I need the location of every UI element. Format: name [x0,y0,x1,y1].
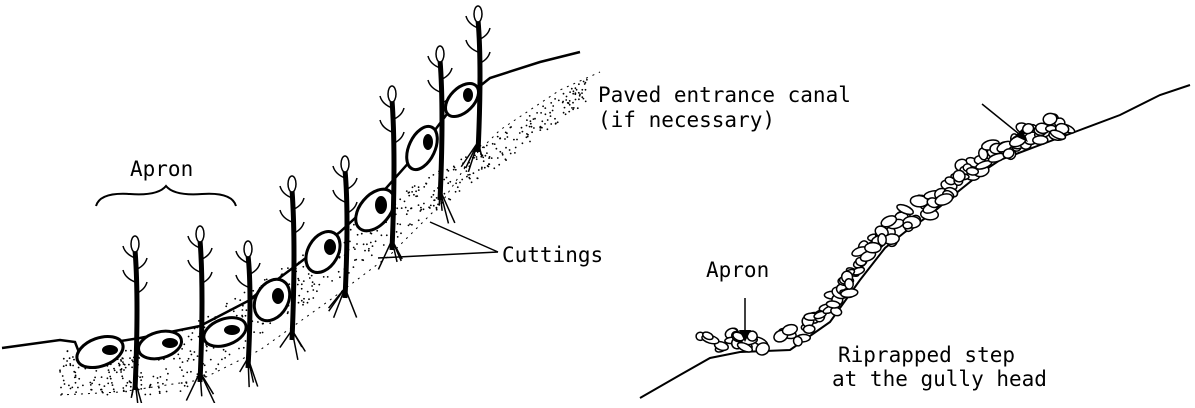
cutting-plant [280,176,305,360]
paved-canal-label-line2: (if necessary) [598,108,775,132]
cuttings-label: Cuttings [502,243,603,267]
left-drawing-cuttings-step [2,6,600,403]
paved-canal-label-line1: Paved entrance canal [598,83,851,107]
cutting-plant [123,236,147,403]
left-apron-brace [96,186,236,206]
riprap-label-line2: at the gully head [832,367,1047,391]
paved-canal-arrow [982,104,1024,138]
apron-label-right: Apron [706,258,769,282]
cutting-plant [378,86,404,269]
cuttings-leader-1 [430,222,498,252]
right-riprap-stones [696,112,1076,357]
riprap-label-line1: Riprapped step [838,343,1015,367]
apron-label-left: Apron [130,157,193,181]
cutting-plant [186,226,214,403]
